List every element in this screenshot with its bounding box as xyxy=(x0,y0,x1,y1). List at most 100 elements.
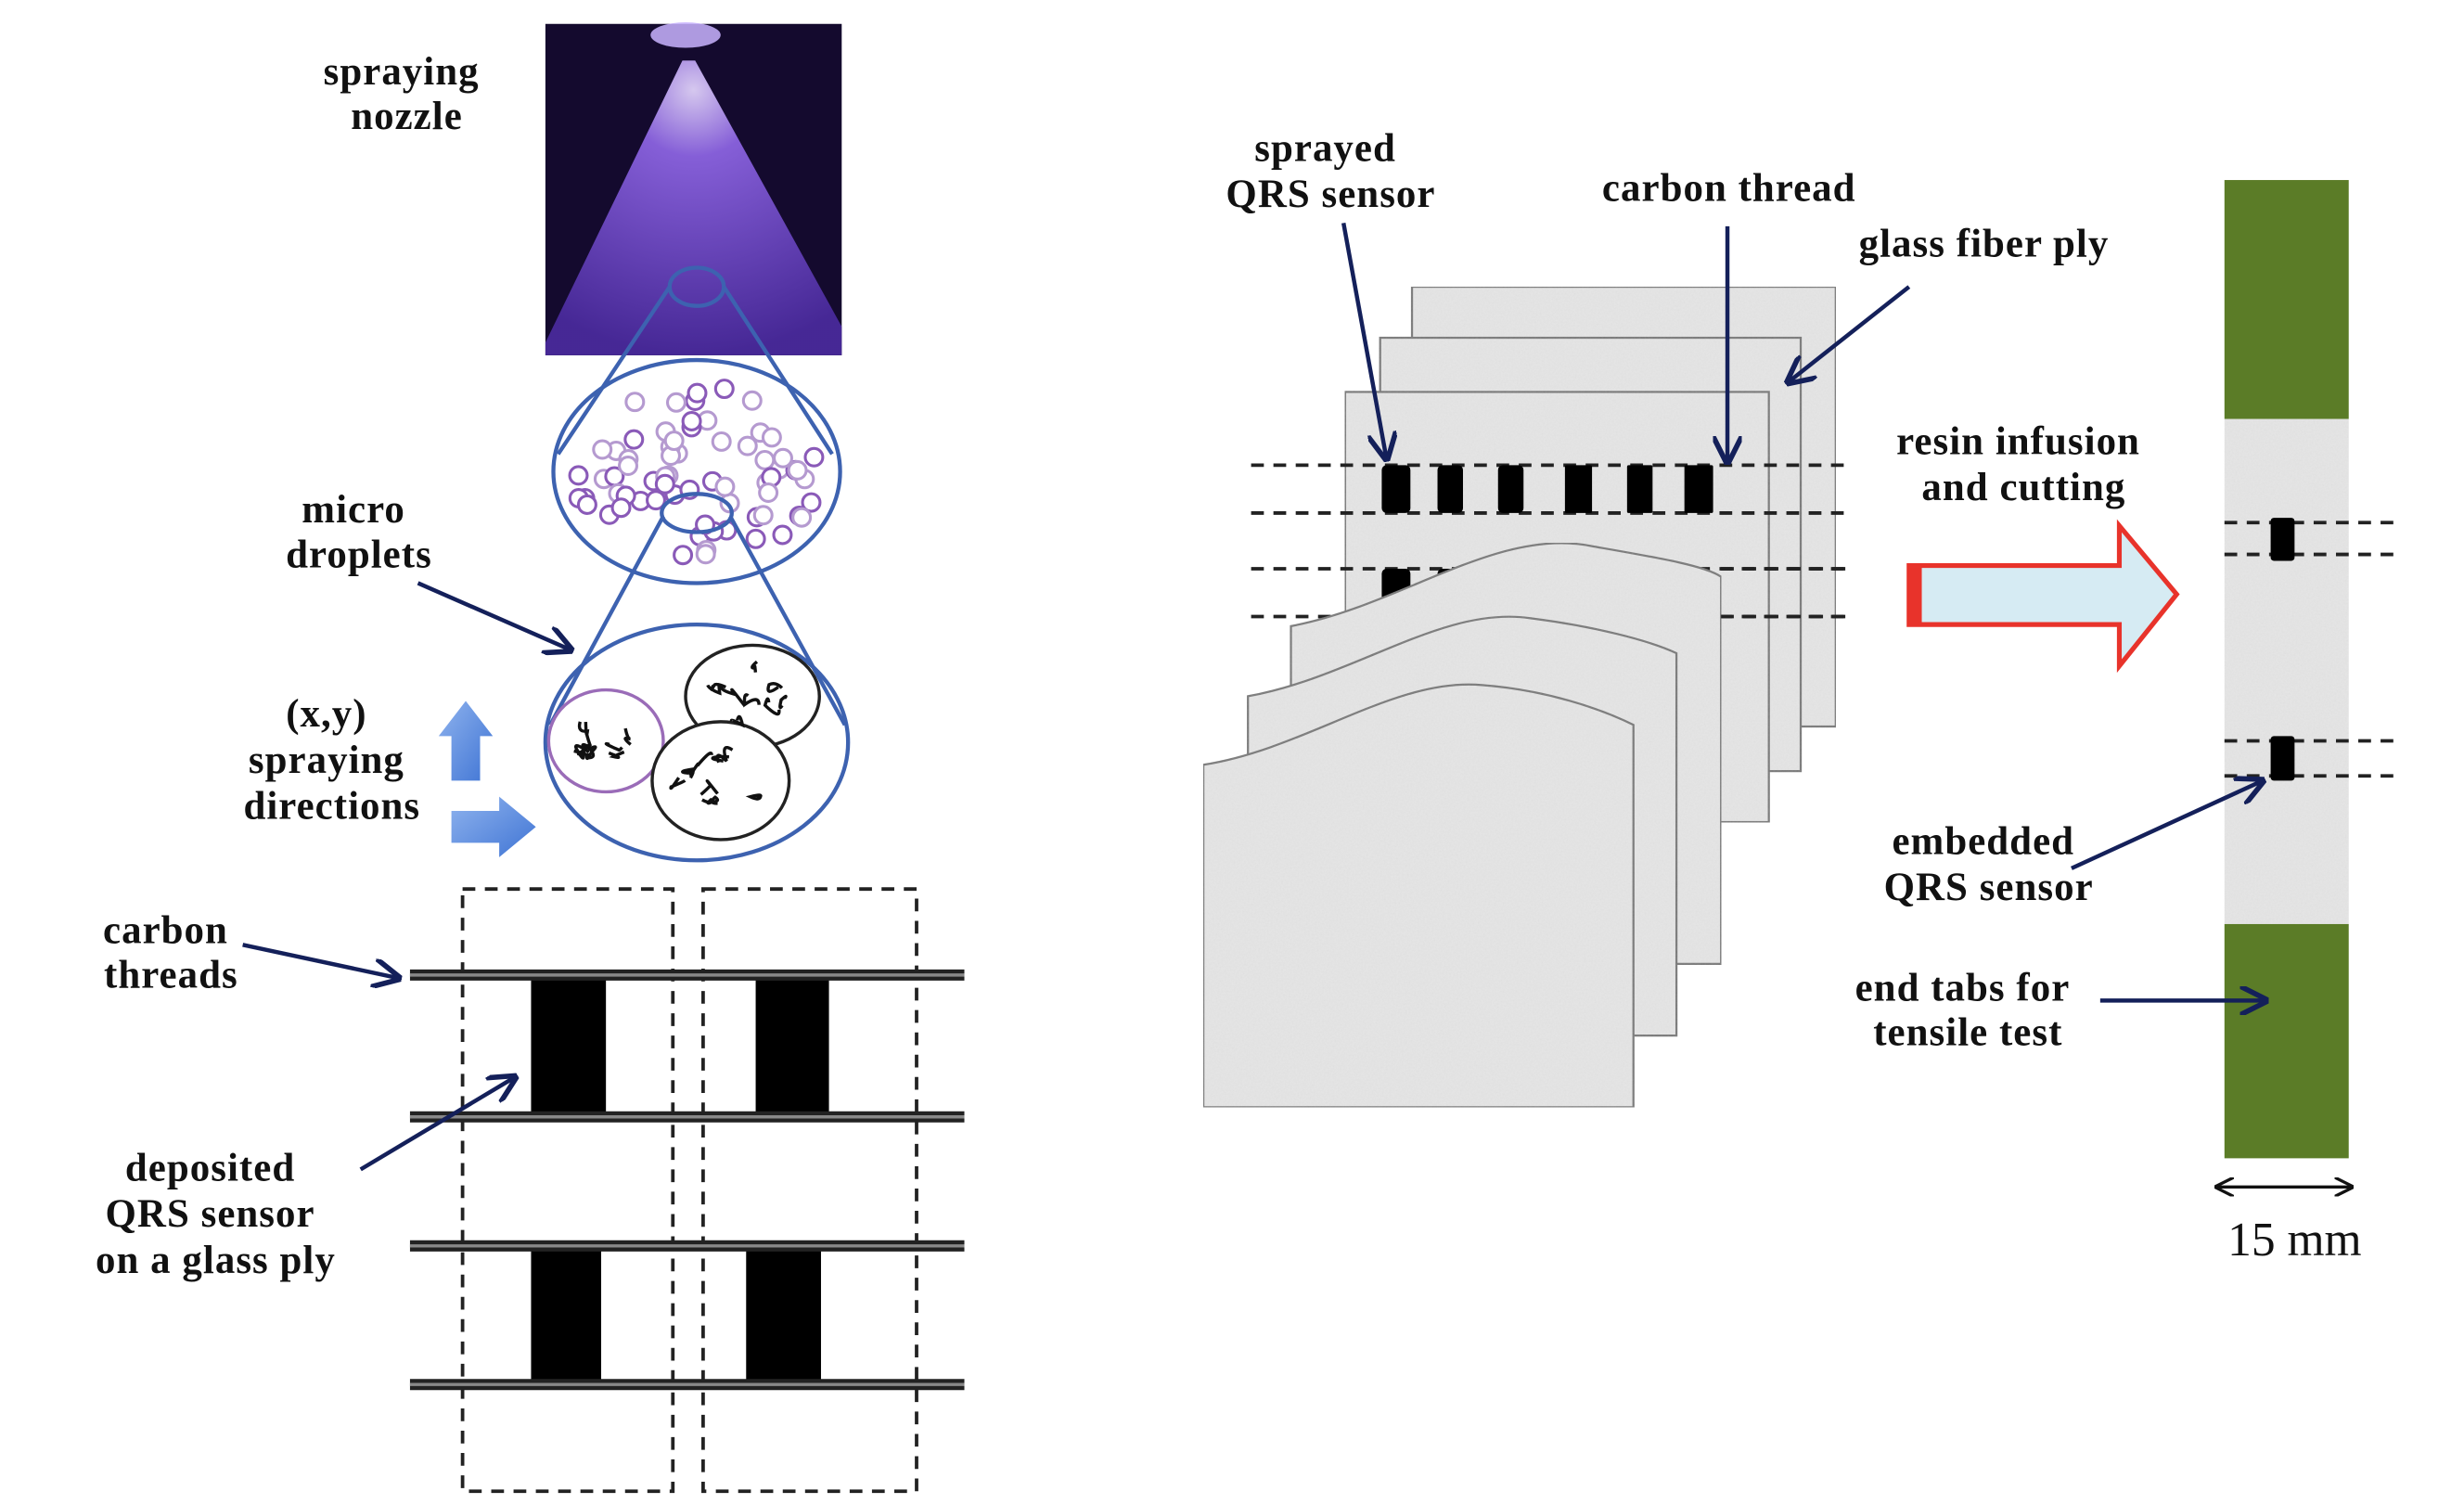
droplet xyxy=(791,507,813,528)
embedded-sensor-block xyxy=(2270,736,2295,781)
droplet xyxy=(754,449,776,470)
right-panel: sprayed QRS sensor carbon thread glass f… xyxy=(1201,126,2402,1266)
droplet xyxy=(654,473,675,495)
droplet xyxy=(773,447,793,469)
y-direction-arrow-icon xyxy=(438,701,494,781)
end-tab-top xyxy=(2224,180,2349,419)
label-line: (x,y) xyxy=(286,692,366,736)
label-line: spraying xyxy=(324,50,480,94)
embedded-sensor-block xyxy=(2270,518,2295,561)
micro-droplets-pointer-arrow xyxy=(417,581,571,649)
droplet xyxy=(714,476,736,497)
droplet xyxy=(752,505,774,526)
droplet xyxy=(681,410,702,431)
micro-droplets-label: micro droplets xyxy=(286,488,432,576)
end-tab-bottom xyxy=(2224,923,2349,1159)
qrs-sensor-block xyxy=(755,974,829,1116)
nanoparticle-strand xyxy=(577,721,590,736)
embedded-sensor-pointer-arrow xyxy=(2071,780,2263,870)
nanoparticle-strand xyxy=(669,777,687,791)
droplet xyxy=(673,545,694,566)
label-line: QRS sensor xyxy=(106,1192,315,1236)
droplet xyxy=(737,435,758,456)
nanoparticle-strand xyxy=(701,797,715,805)
droplet xyxy=(665,392,687,413)
label-line: embedded xyxy=(1892,819,2074,863)
nanoparticle-strand xyxy=(688,752,713,778)
spraying-nozzle-image xyxy=(545,22,842,355)
droplet xyxy=(741,390,763,411)
label-line: and cutting xyxy=(1921,466,2125,509)
nanoparticle-strand xyxy=(608,750,625,760)
carbon-thread-label: carbon thread xyxy=(1602,166,1856,210)
label-line: on a glass ply xyxy=(96,1239,336,1282)
droplet xyxy=(772,524,793,546)
label-line: directions xyxy=(243,785,420,829)
label-line: deposited xyxy=(125,1146,295,1189)
deposited-sensor-grid xyxy=(409,887,965,1494)
glass-ply-pointer-arrow xyxy=(1788,285,1911,382)
nanoparticle-strand xyxy=(711,754,730,763)
droplet xyxy=(624,392,646,413)
label-line: QRS sensor xyxy=(1226,173,1435,216)
label-line: threads xyxy=(104,954,238,997)
label-line: micro xyxy=(302,488,405,532)
resin-infusion-label: resin infusion and cutting xyxy=(1896,419,2151,509)
spraying-directions-label: (x,y) spraying directions xyxy=(243,692,420,829)
nanoparticle-strand xyxy=(751,660,759,673)
sprayed-sensor-label: sprayed QRS sensor xyxy=(1226,126,1435,216)
carbon-threads-pointer-arrow xyxy=(242,943,399,978)
label-line: droplets xyxy=(286,533,432,576)
width-dimension-label: 15 mm xyxy=(2227,1214,2362,1266)
label-line: tensile test xyxy=(1873,1010,2062,1054)
droplet xyxy=(687,382,708,404)
sprayed-sensor-pointer-arrow xyxy=(1341,223,1386,458)
droplet xyxy=(787,459,808,481)
qrs-sensor-block xyxy=(531,974,607,1116)
droplet xyxy=(646,490,667,511)
label-line: QRS sensor xyxy=(1884,866,2094,909)
deposited-sensor-label: deposited QRS sensor on a glass ply xyxy=(96,1146,336,1282)
tensile-specimen xyxy=(2224,180,2402,1159)
embedded-sensor-label: embedded QRS sensor xyxy=(1884,819,2094,909)
process-arrow-icon xyxy=(1906,519,2180,674)
left-panel: spraying nozzle micro dro xyxy=(96,22,965,1494)
droplet xyxy=(758,482,779,504)
carbon-thread-lines xyxy=(409,969,965,1391)
carbon-threads-label: carbon threads xyxy=(103,909,239,997)
nanoparticle-strand xyxy=(604,741,623,752)
specimen-gauge-section xyxy=(2224,418,2349,924)
spraying-nozzle-label: spraying nozzle xyxy=(324,50,491,138)
curved-glass-plies xyxy=(1201,542,1723,1109)
qrs-sensor-block xyxy=(531,1245,602,1386)
droplet xyxy=(803,446,825,468)
nanoparticle-strand xyxy=(729,714,745,728)
qrs-sensor-block xyxy=(746,1245,821,1386)
glass-fiber-ply-label: glass fiber ply xyxy=(1859,222,2110,265)
end-tabs-label: end tabs for tensile test xyxy=(1855,966,2081,1054)
nanoparticle-strand xyxy=(699,778,719,796)
nanoparticle-strand xyxy=(623,727,632,746)
droplet-magnification-circle xyxy=(551,357,842,585)
droplet xyxy=(663,431,685,452)
nanoparticle-strand xyxy=(719,685,746,707)
label-line: spraying xyxy=(249,739,404,782)
droplet xyxy=(618,456,638,477)
droplet xyxy=(801,492,822,513)
droplet xyxy=(568,465,589,486)
droplet xyxy=(745,528,766,549)
droplet xyxy=(576,494,597,515)
x-direction-arrow-icon xyxy=(451,796,536,857)
nanoparticle-strand xyxy=(766,682,784,693)
droplet xyxy=(711,431,732,452)
droplet xyxy=(623,429,645,450)
label-line: sprayed xyxy=(1254,126,1396,170)
nanoparticle-strand xyxy=(710,682,726,691)
droplet xyxy=(592,439,613,460)
droplet xyxy=(761,427,782,448)
nanoparticle-magnification-circle xyxy=(543,622,851,863)
nanoparticle-strand xyxy=(745,793,763,801)
droplet xyxy=(713,379,735,400)
label-line: nozzle xyxy=(351,95,463,138)
